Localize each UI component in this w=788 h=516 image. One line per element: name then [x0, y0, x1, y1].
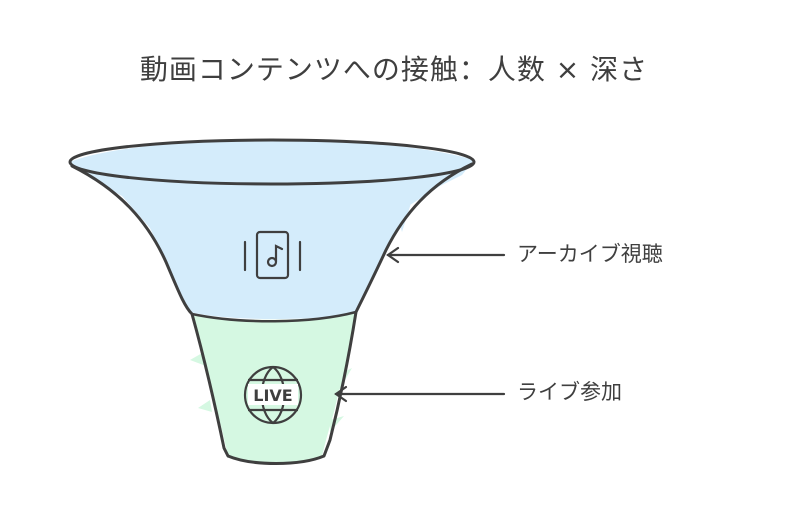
arrow-archive — [386, 246, 506, 264]
funnel-left-edge — [70, 164, 230, 458]
funnel-bottom — [227, 454, 325, 465]
stage-label-archive: アーカイブ視聴 — [517, 242, 663, 266]
funnel-bottom-fill-spikes — [190, 352, 352, 432]
arrow-live — [334, 385, 506, 403]
stage-label-live: ライブ参加 — [517, 380, 622, 404]
diagram-title: 動画コンテンツへの接触：人数 × 深さ — [139, 53, 649, 86]
funnel-divider — [191, 310, 357, 323]
music-phone-icon — [243, 230, 302, 280]
live-globe-icon — [243, 365, 303, 425]
funnel-rim — [68, 138, 476, 186]
funnel-top-fill — [70, 140, 474, 319]
live-icon-text: LIVE — [253, 386, 292, 405]
